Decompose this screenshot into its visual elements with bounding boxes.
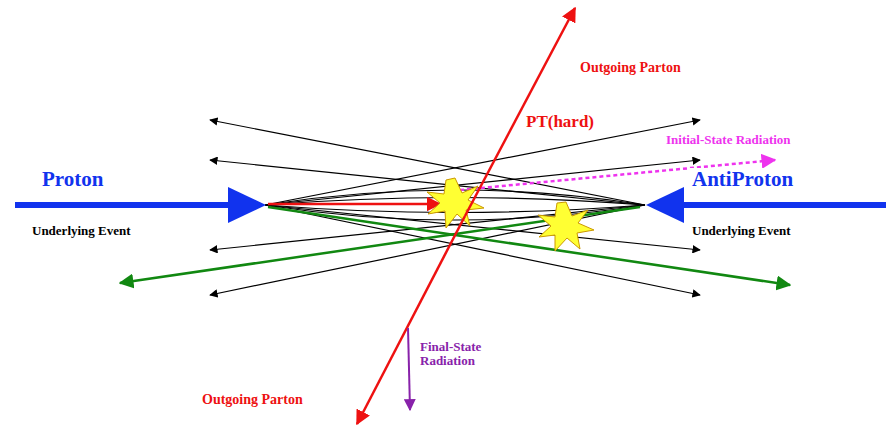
outgoing-parton-line — [357, 216, 465, 424]
momentum-label: PT(hard) — [524, 113, 596, 132]
underlying-event-label: Underlying Event — [690, 224, 793, 238]
underlying-event-label: Underlying Event — [30, 224, 133, 238]
beam-label: AntiProton — [690, 168, 795, 191]
parton-label: Outgoing Parton — [200, 392, 305, 407]
parton-label: Outgoing Parton — [578, 60, 683, 75]
antiproton-beam — [646, 187, 886, 223]
beam-remnant-lines — [120, 207, 790, 285]
final-state-radiation-line — [408, 328, 410, 410]
radiation-label: Initial-State Radiation — [664, 133, 793, 147]
collision-star — [538, 202, 594, 251]
beam-label: Proton — [40, 168, 105, 191]
underlying-event-lines — [210, 120, 700, 295]
collision-star — [427, 178, 484, 228]
radiation-label: Final-State Radiation — [418, 340, 502, 369]
outgoing-parton-line — [465, 8, 575, 216]
proton-beam — [15, 187, 266, 223]
incoming-parton — [268, 203, 440, 206]
